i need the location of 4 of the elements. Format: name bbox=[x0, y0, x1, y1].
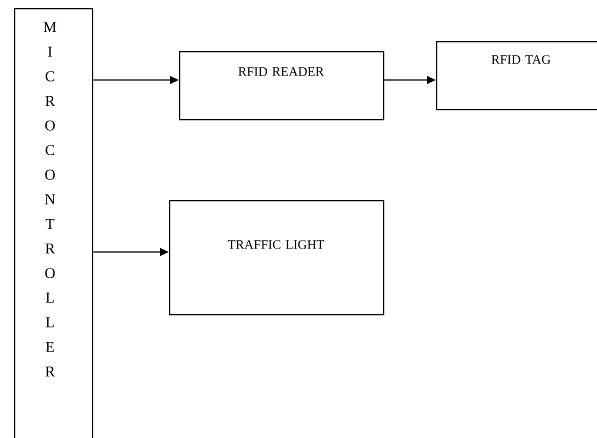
box: TRAFFIC LIGHT bbox=[169, 200, 384, 316]
box: RFID READER bbox=[179, 51, 384, 120]
box: RFID TAG bbox=[436, 41, 597, 110]
box: M I C R O C O N T R O L L E R bbox=[14, 8, 94, 438]
